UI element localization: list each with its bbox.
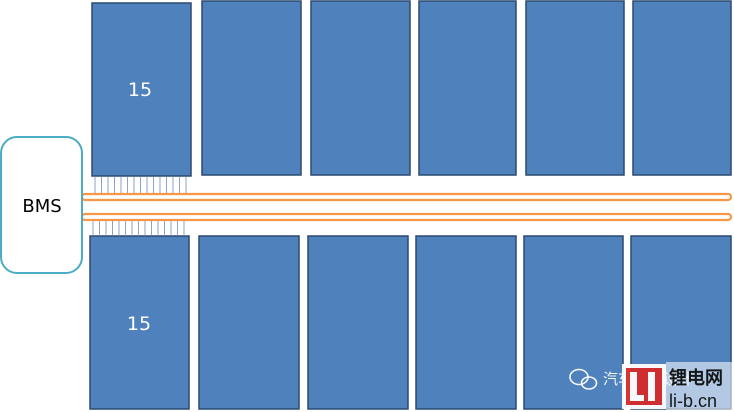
bus-line-lower — [80, 212, 733, 222]
bms-unit: BMS — [0, 136, 83, 274]
bus-lines — [80, 192, 733, 222]
watermark-url: li-b.cn — [669, 391, 717, 411]
sense-wires-bottom — [92, 221, 185, 236]
module-count-label: 15 — [128, 79, 152, 101]
bms-label: BMS — [22, 196, 61, 217]
wechat-icon — [569, 368, 598, 390]
sense-wires-top — [94, 177, 187, 194]
bus-line-upper — [80, 192, 733, 202]
cell-module — [198, 235, 300, 410]
cell-module — [632, 0, 732, 176]
watermark: 汽车电子设计 锂电网 li-b.cn — [569, 362, 734, 412]
module-count-label: 15 — [127, 313, 151, 335]
cell-module — [91, 2, 192, 177]
cell-module — [418, 0, 517, 176]
lithium-logo — [622, 364, 666, 409]
cell-module — [523, 235, 624, 410]
cell-module — [310, 0, 411, 176]
cell-module — [525, 0, 625, 176]
cell-module — [307, 235, 409, 410]
top-row: 15 — [91, 0, 732, 177]
cell-module — [201, 0, 302, 176]
cell-module — [415, 235, 517, 410]
cell-module — [89, 235, 190, 410]
bms-box — [0, 136, 83, 274]
watermark-site-name: 锂电网 — [669, 367, 723, 389]
